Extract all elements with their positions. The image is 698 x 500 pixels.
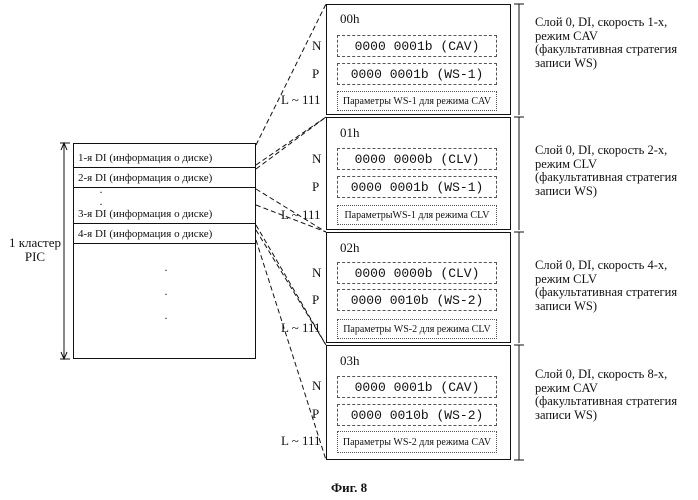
di-row-1: 1-я DI (информация о диске): [74, 148, 255, 168]
n-label: N: [312, 38, 321, 54]
p-label: P: [312, 292, 319, 308]
p-label: P: [312, 66, 319, 82]
pic-cluster-box: 1-я DI (информация о диске) 2-я DI (инфо…: [73, 143, 256, 359]
block-02h: 02h 0000 0000b (CLV) 0000 0010b (WS-2) П…: [326, 232, 511, 343]
block-description-03h: Слой 0, DI, скорость 8-х, режим CAV (фак…: [535, 368, 677, 422]
block-03h: 03h 0000 0001b (CAV) 0000 0010b (WS-2) П…: [326, 345, 511, 460]
n-label: N: [312, 151, 321, 167]
n-field: 0000 0000b (CLV): [337, 148, 497, 170]
block-id: 00h: [340, 11, 360, 27]
block-description-02h: Слой 0, DI, скорость 4-х, режим CLV (фак…: [535, 259, 677, 313]
block-id: 03h: [340, 353, 360, 369]
l-label: L ~ 111: [281, 320, 321, 336]
p-label: P: [312, 406, 319, 422]
cluster-label-line1: 1 кластер: [4, 236, 66, 250]
block-description-00h: Слой 0, DI, скорость 1-х, режим CAV (фак…: [535, 16, 677, 70]
block-id: 02h: [340, 240, 360, 256]
n-field: 0000 0001b (CAV): [337, 376, 497, 398]
n-label: N: [312, 265, 321, 281]
p-field: 0000 0001b (WS-1): [337, 63, 497, 85]
params-field: Параметры WS-1 для режима CAV: [337, 91, 497, 111]
block-id: 01h: [340, 125, 360, 141]
p-field: 0000 0010b (WS-2): [337, 404, 497, 426]
n-field: 0000 0000b (CLV): [337, 262, 497, 284]
params-field: ПараметрыWS-1 для режима CLV: [337, 205, 497, 225]
n-field: 0000 0001b (CAV): [337, 35, 497, 57]
vertical-dots: ···: [164, 264, 168, 324]
n-label: N: [312, 378, 321, 394]
l-label: L ~ 111: [281, 207, 321, 223]
p-label: P: [312, 179, 319, 195]
block-01h: 01h 0000 0000b (CLV) 0000 0001b (WS-1) П…: [326, 117, 511, 230]
figure-caption: Фиг. 8: [331, 480, 367, 496]
params-field: Параметры WS-2 для режима CAV: [337, 431, 497, 453]
vertical-dots: ··: [99, 186, 103, 210]
cluster-label-line2: PIC: [4, 250, 66, 264]
p-field: 0000 0001b (WS-1): [337, 176, 497, 198]
block-00h: 00h 0000 0001b (CAV) 0000 0001b (WS-1) П…: [326, 4, 511, 115]
cluster-label: 1 кластер PIC: [4, 236, 66, 264]
params-field: Параметры WS-2 для режима CLV: [337, 319, 497, 339]
l-label: L ~ 111: [281, 92, 321, 108]
l-label: L ~ 111: [281, 433, 321, 449]
p-field: 0000 0010b (WS-2): [337, 289, 497, 311]
di-row-4: 4-я DI (информация о диске): [74, 224, 255, 244]
block-description-01h: Слой 0, DI, скорость 2-х, режим CLV (фак…: [535, 144, 677, 198]
